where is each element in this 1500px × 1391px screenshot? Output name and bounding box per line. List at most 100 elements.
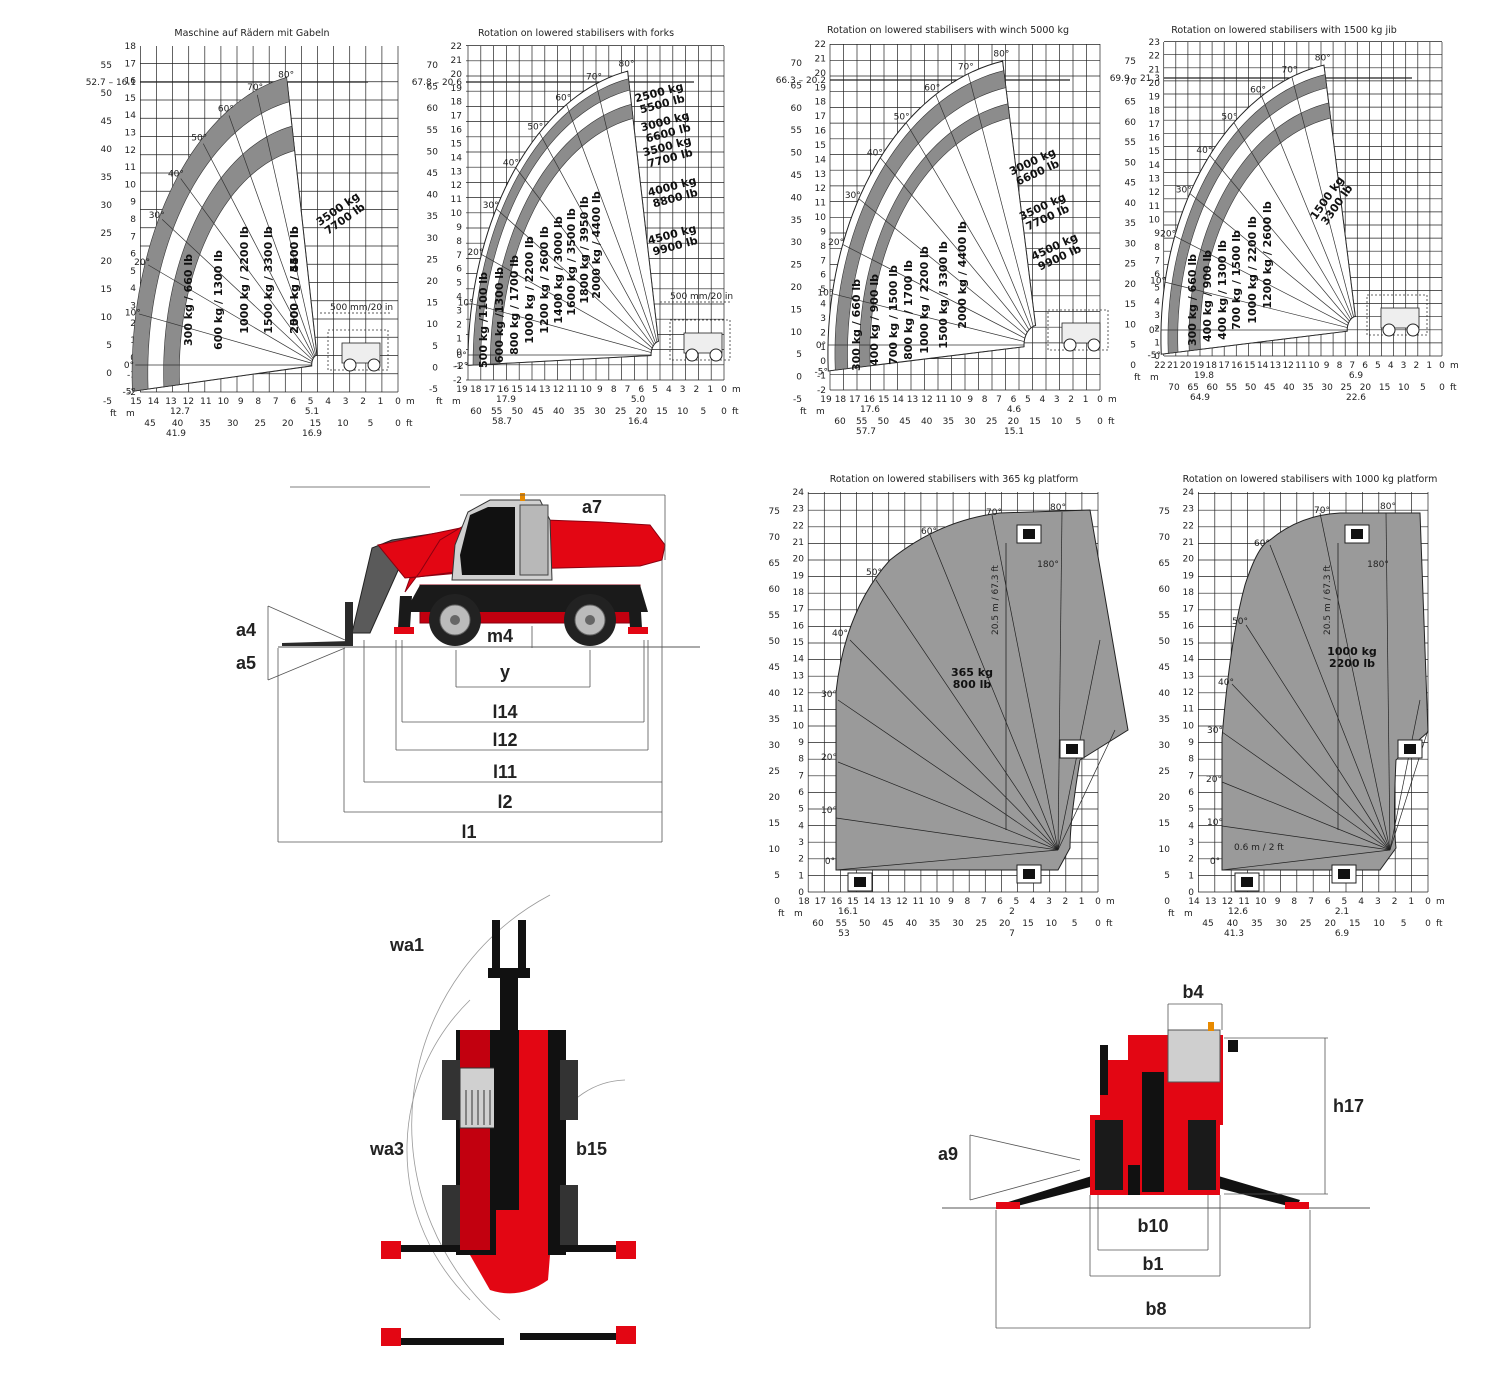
y-tick-m: 15 — [451, 139, 462, 149]
side-view-machine: a7 a4 a5 m4 y l14 l12 l11 l2 l1 — [236, 486, 700, 843]
x-tick-ft: 40 — [1283, 383, 1295, 393]
y-tick-m: 13 — [1149, 175, 1160, 185]
angle-ray — [991, 514, 1059, 851]
angle-ray — [1164, 281, 1348, 328]
x-tick-ft: 20 — [1008, 417, 1020, 427]
y-tick-ft: 10 — [791, 328, 803, 338]
y-tick-m: 4 — [1154, 297, 1160, 307]
x-tick-ft: 30 — [594, 407, 606, 417]
x-tick-m: 14 — [892, 395, 904, 405]
y-tick-ft: 45 — [791, 171, 802, 181]
y-tick-m: 1 — [1188, 871, 1194, 881]
y-tick-ft: 10 — [769, 845, 781, 855]
y-tick-m: 14 — [793, 655, 805, 665]
y-tick-m: 12 — [793, 688, 804, 698]
dim-b4: b4 — [1182, 982, 1203, 1002]
x-tick-m: 11 — [1238, 897, 1249, 907]
x-tick-m: 11 — [913, 897, 924, 907]
y-tick-m: 6 — [456, 265, 462, 275]
y-tick-ft: -5 — [793, 395, 802, 405]
y-tick-m: 7 — [1188, 771, 1194, 781]
x-tick-m: 1 — [1408, 897, 1414, 907]
x-tick-ft: 0 — [1095, 919, 1101, 929]
angle-ray — [481, 254, 652, 351]
angle-ray — [837, 761, 1059, 851]
y-tick-ft: 0 — [796, 373, 802, 383]
angle-label: 40° — [867, 149, 883, 159]
y-tick-m: 10 — [451, 209, 463, 219]
angle-label: 80° — [1050, 503, 1066, 513]
y-tick-m: 11 — [1149, 202, 1160, 212]
y-tick-m: 5 — [456, 279, 462, 289]
y-tick-ft: -5 — [429, 385, 438, 395]
y-tick-ft: 40 — [1125, 199, 1137, 209]
y-tick-ft: 20 — [769, 793, 781, 803]
y-tick-m: 6 — [798, 788, 804, 798]
angle-ray — [1291, 76, 1354, 318]
x-tick-m: 14 — [525, 385, 537, 395]
x-tick-m: 10 — [1308, 361, 1320, 371]
y-tick-ft: 25 — [1159, 767, 1170, 777]
angle-label: 70° — [958, 62, 974, 72]
load-label: 1000 kg / 2200 lb — [238, 226, 251, 334]
x-tick-m: 14 — [1257, 361, 1269, 371]
angle-label: 20° — [134, 258, 150, 268]
y-tick-ft: 55 — [791, 126, 802, 136]
angle-ray — [627, 71, 659, 342]
y-tick-m: 9 — [798, 738, 804, 748]
x-tick-m: 17 — [484, 385, 495, 395]
x-tick-ft: 5 — [1401, 919, 1407, 929]
chart-title: Rotation on lowered stabilisers with 150… — [1171, 25, 1397, 36]
y-tick-m: 21 — [815, 54, 826, 64]
dim-b10: b10 — [1137, 1216, 1168, 1236]
x-tick-m: 9 — [948, 897, 954, 907]
x-tick-m: 18 — [798, 897, 810, 907]
angle-label: 0° — [124, 361, 134, 371]
y-tick-m: 4 — [456, 293, 462, 303]
x-tick-m: 8 — [1291, 897, 1297, 907]
angle-label: 40° — [168, 169, 184, 179]
load-label: 1200 kg / 2600 lb — [538, 226, 551, 334]
x-tick-m: 6 — [638, 385, 644, 395]
x-tick-m: 4 — [1030, 897, 1036, 907]
y-tick-m: 22 — [793, 521, 804, 531]
unit-m: m — [1106, 897, 1115, 907]
x-tick-ft: 40 — [1227, 919, 1239, 929]
y-tick-m: 19 — [1183, 571, 1195, 581]
x-tick-m: 0 — [1439, 361, 1445, 371]
y-tick-ft: 15 — [769, 819, 780, 829]
y-tick-m: 2 — [1154, 325, 1160, 335]
dim-l12: l12 — [492, 730, 517, 750]
x-tick-ft: 45 — [882, 919, 893, 929]
x-mark: 64.9 — [1190, 393, 1210, 403]
unit-ft: ft — [406, 419, 413, 429]
load-label: 800 kg / 1700 lb — [508, 255, 521, 355]
y-tick-m: 20 — [793, 555, 805, 565]
x-tick-m: 16 — [1231, 361, 1243, 371]
machine-body — [683, 332, 723, 354]
angle-label: 40° — [1218, 678, 1234, 688]
x-tick-m: 9 — [238, 397, 244, 407]
angle-ray — [1385, 512, 1391, 851]
unit-m: m — [732, 385, 741, 395]
y-tick-m: 12 — [451, 181, 462, 191]
x-mark: 15.1 — [1004, 427, 1024, 437]
y-tick-m: 23 — [1149, 38, 1160, 48]
x-tick-m: 6 — [290, 397, 296, 407]
unit-m: m — [1450, 361, 1459, 371]
angle-ray — [875, 579, 1059, 851]
angle-ray — [1221, 731, 1391, 851]
angle-label: 10° — [817, 288, 833, 298]
machine-wheel — [709, 348, 723, 362]
y-tick-m: 18 — [815, 98, 827, 108]
x-tick-ft: 0 — [1425, 919, 1431, 929]
x-tick-m: 16 — [498, 385, 510, 395]
x-mark: 6.9 — [1349, 371, 1364, 381]
x-tick-ft: 70 — [1168, 383, 1180, 393]
x-tick-ft: 35 — [943, 417, 954, 427]
load-label: 500 kg /1100 lb — [477, 272, 490, 368]
height-note: 20.5 m / 67.3 ft — [991, 565, 1001, 635]
y-tick-m: 16 — [793, 621, 805, 631]
chart-title: Rotation on lowered stabilisers with 365… — [830, 474, 1079, 485]
angle-ray — [858, 198, 1027, 336]
